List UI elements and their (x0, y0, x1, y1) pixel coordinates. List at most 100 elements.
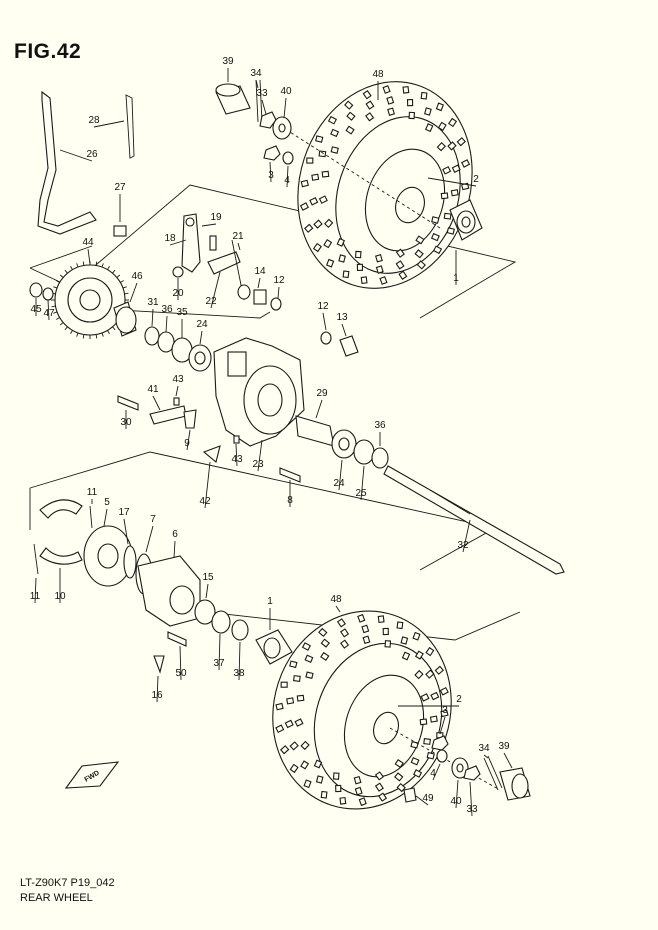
callout-43b: 43 (231, 454, 243, 465)
lower-cotter-pin-34 (483, 755, 503, 791)
leader-49 (415, 795, 429, 806)
leader-3b (439, 716, 446, 735)
tread-block (339, 796, 347, 805)
callout-21: 21 (232, 231, 244, 242)
callout-50: 50 (175, 668, 187, 679)
tread-block (345, 125, 355, 135)
washer-47 (42, 287, 54, 301)
bolt-8 (279, 467, 301, 483)
callout-31: 31 (147, 297, 159, 308)
bolt-19 (209, 235, 217, 251)
leader-24a (199, 330, 203, 345)
tread-block (275, 724, 285, 734)
leader-14 (257, 277, 261, 289)
callout-39b: 39 (498, 741, 510, 752)
callout-14: 14 (254, 266, 266, 277)
sprocket-tooth (82, 261, 85, 266)
upper-washer-4 (282, 151, 294, 165)
callout-11a: 11 (87, 487, 98, 498)
leader-13 (341, 323, 347, 337)
callout-32: 32 (457, 540, 469, 551)
upper-cap-39 (215, 83, 251, 115)
tread-block (413, 769, 423, 778)
callout-4a: 4 (284, 175, 290, 186)
sprocket-tooth (95, 334, 98, 339)
brake-shoe-10 (39, 499, 83, 565)
leader-12b (322, 312, 327, 331)
tread-block (382, 85, 391, 94)
tread-block (324, 218, 334, 228)
sprocket-tooth (120, 280, 124, 283)
brake-rod-26 (37, 90, 97, 235)
tread-block (400, 636, 409, 645)
tread-block (305, 671, 314, 680)
tread-block (379, 276, 388, 285)
tread-block (420, 693, 430, 702)
leader-31 (151, 308, 154, 327)
bolt-50 (167, 631, 187, 647)
leader-33b (469, 781, 473, 817)
valve-49 (403, 787, 417, 803)
figure-name: REAR WHEEL (20, 892, 93, 904)
tread-block (320, 651, 330, 661)
brake-arm-18 (181, 213, 201, 273)
leader-24b (338, 459, 343, 491)
sprocket-tooth (51, 305, 56, 308)
sprocket-tooth (64, 326, 68, 331)
lower-washer-40 (451, 757, 469, 779)
tread-block (406, 99, 414, 107)
tread-block (318, 195, 328, 204)
tread-block (289, 660, 298, 669)
oring-31 (144, 326, 160, 346)
callout-9: 9 (184, 438, 190, 449)
upper-tire (297, 81, 473, 289)
leader-26 (59, 149, 93, 162)
tread-block (446, 227, 455, 235)
tread-block (362, 635, 371, 645)
tread-block (315, 135, 324, 143)
tread-block (327, 115, 338, 125)
callout-30: 30 (120, 417, 132, 428)
spacer-14b (253, 289, 267, 305)
leader-37 (218, 633, 221, 671)
tread-block (386, 96, 395, 105)
callout-33a: 33 (256, 88, 268, 99)
sprocket-tooth (59, 322, 64, 326)
callout-4b: 4 (430, 768, 436, 779)
tread-block (430, 691, 440, 701)
tread-block (330, 146, 339, 154)
leader-41 (152, 395, 161, 411)
tread-block (303, 779, 312, 789)
tread-block (423, 738, 431, 745)
upper-washer-40 (272, 116, 292, 140)
tread-block (425, 669, 435, 679)
callout-22: 22 (205, 296, 217, 307)
leader-12a (277, 286, 280, 299)
leader-48b (335, 605, 341, 613)
callout-37: 37 (213, 658, 225, 669)
lower-cap-39 (499, 767, 531, 801)
leader-16 (156, 675, 159, 703)
leader-2a (427, 177, 477, 187)
tread-block (412, 631, 421, 641)
tread-block (402, 85, 410, 94)
callout-48a: 48 (372, 69, 384, 80)
callout-leaders (34, 68, 513, 817)
callout-36b: 36 (374, 420, 386, 431)
tread-block (401, 651, 411, 661)
tread-block (326, 258, 335, 268)
tread-block (374, 771, 385, 781)
tread-block (382, 627, 389, 636)
callout-34a: 34 (250, 68, 262, 79)
tread-block (424, 107, 432, 116)
tread-block (340, 628, 350, 638)
callout-28: 28 (88, 115, 100, 126)
figure-code: LT-Z90K7 P19_042 (20, 877, 115, 889)
tread-block (374, 782, 384, 792)
leader-50 (179, 645, 182, 681)
callout-41: 41 (147, 384, 159, 395)
tread-block (419, 718, 428, 726)
tread-block (357, 613, 366, 623)
leader-18 (169, 239, 187, 246)
upper-hub-1 (449, 199, 483, 241)
